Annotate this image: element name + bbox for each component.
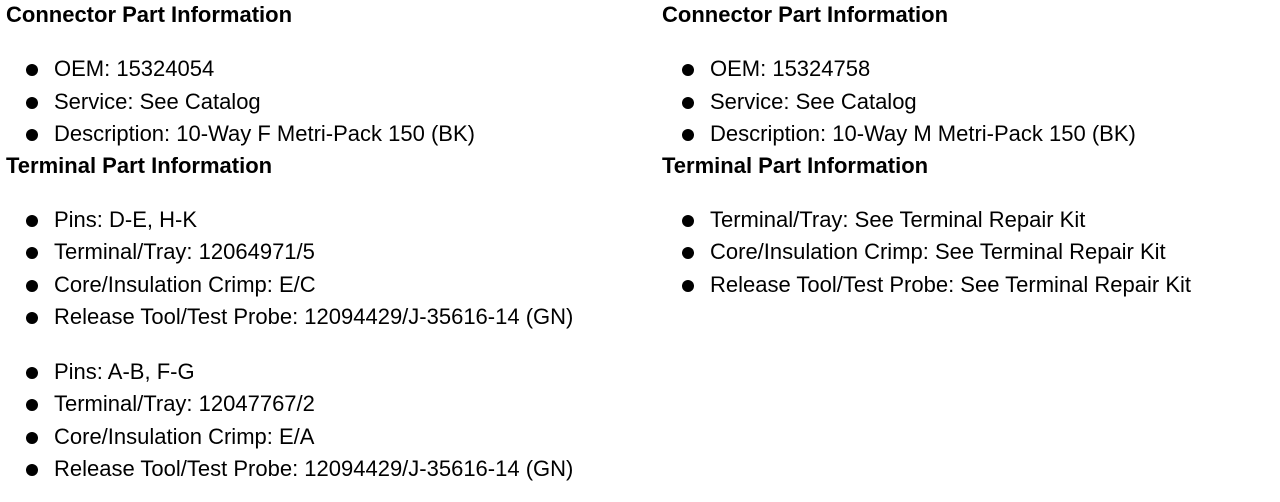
connector-part-list: OEM: 15324758 Service: See Catalog Descr…	[662, 53, 1274, 151]
terminal-part-list-1: Pins: D-E, H-K Terminal/Tray: 12064971/5…	[6, 204, 656, 334]
list-item-text: Service: See Catalog	[710, 88, 917, 114]
list-item: Terminal/Tray: 12064971/5	[6, 236, 656, 269]
list-item: Core/Insulation Crimp: E/C	[6, 269, 656, 302]
list-item-text: Core/Insulation Crimp: See Terminal Repa…	[710, 239, 1166, 264]
list-item-text: Terminal/Tray: 12047767/2	[54, 391, 315, 416]
list-item: Release Tool/Test Probe: 12094429/J-3561…	[6, 301, 656, 334]
bullet-icon	[26, 366, 38, 379]
bullet-icon	[682, 279, 694, 292]
list-item-text: Core/Insulation Crimp: E/A	[54, 423, 315, 449]
list-item-text: Release Tool/Test Probe: See Terminal Re…	[710, 271, 1191, 297]
bullet-icon	[26, 464, 38, 476]
list-item: Core/Insulation Crimp: See Terminal Repa…	[662, 236, 1274, 269]
list-item-text: Description: 10-Way M Metri-Pack 150 (BK…	[710, 121, 1136, 146]
list-item: Service: See Catalog	[662, 86, 1274, 119]
list-item-text: Service: See Catalog	[54, 88, 261, 114]
list-item: Terminal/Tray: See Terminal Repair Kit	[662, 204, 1274, 237]
list-item: Terminal/Tray: 12047767/2	[6, 388, 656, 421]
list-item: Core/Insulation Crimp: E/A	[6, 421, 656, 454]
terminal-part-heading: Terminal Part Information	[662, 152, 929, 178]
list-item-text: Core/Insulation Crimp: E/C	[54, 271, 316, 297]
bullet-icon	[26, 399, 38, 411]
list-item: Service: See Catalog	[6, 86, 656, 119]
list-item-text: Pins: D-E, H-K	[54, 206, 198, 232]
list-item-text: Terminal/Tray: See Terminal Repair Kit	[710, 206, 1086, 232]
list-item: Release Tool/Test Probe: 12094429/J-3561…	[6, 453, 656, 486]
bullet-icon	[682, 214, 694, 227]
bullet-icon	[26, 96, 38, 109]
terminal-part-heading: Terminal Part Information	[6, 152, 273, 178]
bullet-icon	[26, 312, 38, 324]
list-item: OEM: 15324758	[662, 53, 1274, 86]
list-item: Pins: D-E, H-K	[6, 204, 656, 237]
bullet-icon	[26, 129, 38, 141]
terminal-part-list-1: Terminal/Tray: See Terminal Repair Kit C…	[662, 204, 1274, 302]
list-item: OEM: 15324054	[6, 53, 656, 86]
bullet-icon	[682, 64, 694, 76]
list-item-text: Release Tool/Test Probe: 12094429/J-3561…	[54, 456, 574, 481]
bullet-icon	[26, 64, 38, 76]
list-item: Description: 10-Way F Metri-Pack 150 (BK…	[6, 118, 656, 151]
bullet-icon	[26, 247, 38, 259]
list-item-text: Description: 10-Way F Metri-Pack 150 (BK…	[54, 121, 475, 146]
list-item: Description: 10-Way M Metri-Pack 150 (BK…	[662, 118, 1274, 151]
list-item-text: OEM: 15324758	[710, 56, 871, 81]
connector-part-list: OEM: 15324054 Service: See Catalog Descr…	[6, 53, 656, 151]
list-item-text: Release Tool/Test Probe: 12094429/J-3561…	[54, 304, 574, 329]
list-item-text: Terminal/Tray: 12064971/5	[54, 239, 315, 264]
left-column: Connector Part Information OEM: 15324054…	[6, 0, 656, 486]
connector-part-heading: Connector Part Information	[662, 2, 949, 27]
bullet-icon	[682, 129, 694, 141]
list-item-text: Pins: A-B, F-G	[54, 358, 195, 384]
connector-part-heading: Connector Part Information	[6, 2, 293, 27]
bullet-icon	[26, 431, 38, 444]
list-item: Release Tool/Test Probe: See Terminal Re…	[662, 269, 1274, 302]
list-item: Pins: A-B, F-G	[6, 356, 656, 389]
terminal-part-list-2: Pins: A-B, F-G Terminal/Tray: 12047767/2…	[6, 356, 656, 486]
bullet-icon	[682, 247, 694, 259]
right-column: Connector Part Information OEM: 15324758…	[662, 0, 1274, 301]
bullet-icon	[26, 214, 38, 227]
bullet-icon	[26, 279, 38, 292]
bullet-icon	[682, 96, 694, 109]
list-item-text: OEM: 15324054	[54, 56, 215, 81]
